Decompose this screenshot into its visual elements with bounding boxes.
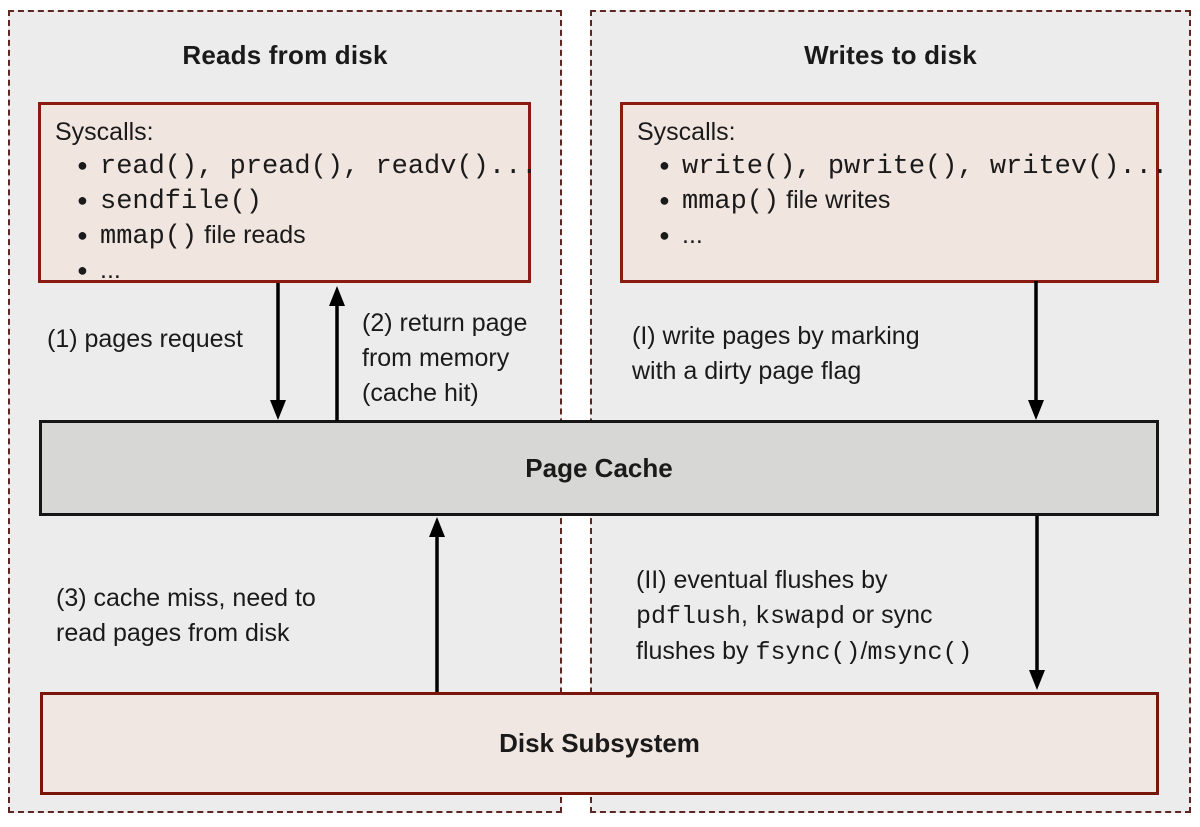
page-cache-label: Page Cache [525,452,673,483]
writes-syscalls-list: write(), pwrite(), writev()...mmap() fil… [623,149,1168,252]
page-cache-bar: Page Cache [39,420,1159,516]
panel-title-reads: Reads from disk [182,40,388,70]
disk-subsystem-bar: Disk Subsystem [40,692,1159,795]
writes-syscalls-box: Syscalls: write(), pwrite(), writev()...… [620,102,1168,283]
reads-syscalls-list: read(), pread(), readv()...sendfile()mma… [41,149,537,287]
panel-title-writes: Writes to disk [804,40,977,70]
reads-syscalls-heading: Syscalls: [55,118,154,146]
disk-subsystem-label: Disk Subsystem [499,728,700,758]
writes-syscalls-heading: Syscalls: [637,118,736,146]
label-pages-request: (1) pages request [47,325,243,353]
reads-syscalls-box: Syscalls: read(), pread(), readv()...sen… [38,102,537,287]
